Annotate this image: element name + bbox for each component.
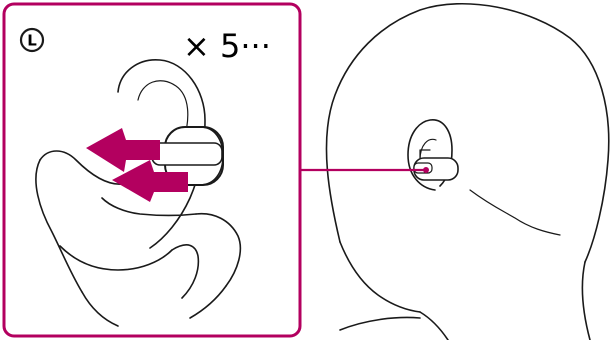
repeat-count-label: × 5··· [183, 27, 271, 65]
connector-dot [423, 167, 429, 173]
side-indicator-icon: L [21, 29, 43, 51]
head-profile [326, 4, 608, 340]
side-indicator-label: L [27, 32, 37, 50]
